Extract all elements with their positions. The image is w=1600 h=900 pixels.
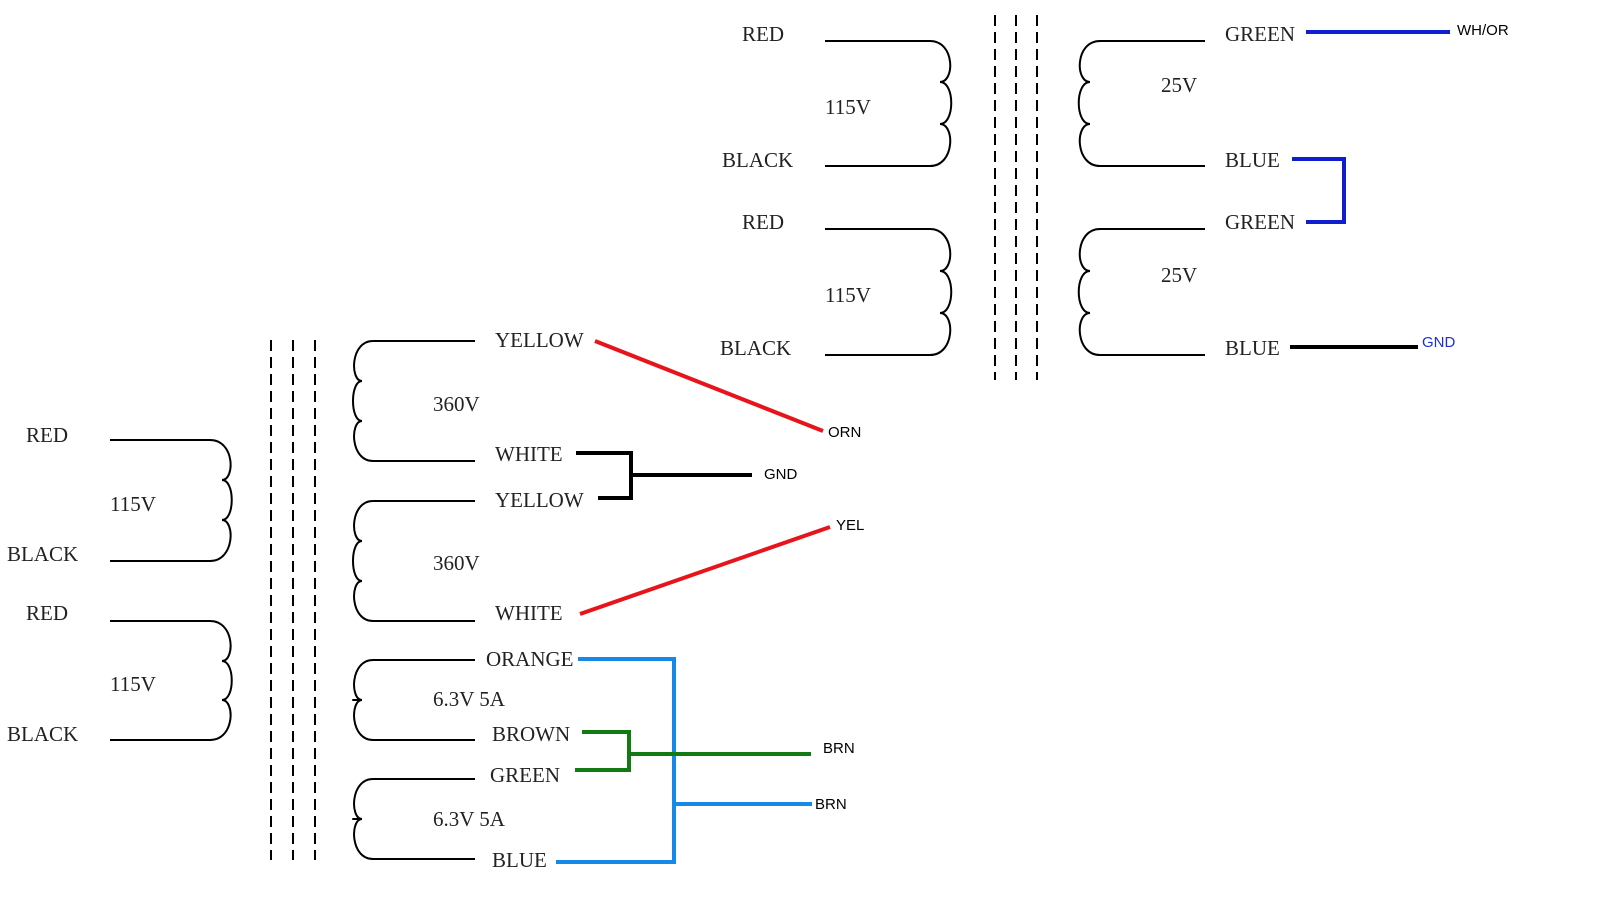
t1-voltage-label-4: 360V xyxy=(433,551,480,575)
t1-heater-coil-1 xyxy=(352,659,475,741)
t2-blue-label-2: BLUE xyxy=(1225,336,1280,360)
gnd-top-connection-label: GND xyxy=(1422,334,1456,351)
t2-voltage-label-1: 115V xyxy=(825,95,871,119)
t2-blue-label-1: BLUE xyxy=(1225,148,1280,172)
t2-secondary-coil-1 xyxy=(1077,40,1205,167)
t1-yellow-label-2: YELLOW xyxy=(495,488,584,512)
white-yel-wire xyxy=(579,525,831,616)
white-yellow-gnd-wire xyxy=(576,451,633,500)
brn-1-connection-label: BRN xyxy=(823,740,855,757)
t1-heater-coil-2 xyxy=(352,778,475,860)
t2-green-label-1: GREEN xyxy=(1225,22,1295,46)
brn-2-connection-label: BRN xyxy=(815,796,847,813)
t2-black-label-2: BLACK xyxy=(720,336,791,360)
t2-voltage-label-2: 115V xyxy=(825,283,871,307)
t1-hv-coil-1 xyxy=(352,340,475,462)
whor-connection-label: WH/OR xyxy=(1457,22,1509,39)
t2-primary-coil-2 xyxy=(825,228,953,356)
t2-voltage-label-4: 25V xyxy=(1161,263,1197,287)
transformer-2: RED 115V BLACK RED 115V BLACK GREEN 25V … xyxy=(720,15,1295,380)
t1-green-label: GREEN xyxy=(490,763,560,787)
t2-voltage-label-3: 25V xyxy=(1161,73,1197,97)
t2-black-label-1: BLACK xyxy=(722,148,793,172)
yellow-orn-wire xyxy=(594,339,824,433)
t2-red-label-2: RED xyxy=(742,210,784,234)
orange-blue-heater-wire xyxy=(556,657,676,864)
t1-hv-coil-2 xyxy=(352,500,475,622)
t1-black-label-1: BLACK xyxy=(7,542,78,566)
t1-voltage-label-1: 115V xyxy=(110,492,156,516)
t1-orange-label: ORANGE xyxy=(486,647,574,671)
t1-brown-label: BROWN xyxy=(492,722,570,746)
t2-wires: WH/OR GND xyxy=(1290,22,1509,351)
t1-voltage-label-6: 6.3V 5A xyxy=(433,807,506,831)
t2-blue-green-jumper-wire xyxy=(1292,157,1346,224)
t1-yellow-label-1: YELLOW xyxy=(495,328,584,352)
t1-wires: ORN GND YEL BRN BRN xyxy=(556,339,864,864)
t1-primary-coil-2 xyxy=(110,620,233,741)
t1-blue-label: BLUE xyxy=(492,848,547,872)
t1-red-label-1: RED xyxy=(26,423,68,447)
t2-green-label-2: GREEN xyxy=(1225,210,1295,234)
t2-red-label-1: RED xyxy=(742,22,784,46)
t2-primary-coil-1 xyxy=(825,40,953,167)
orn-connection-label: ORN xyxy=(828,424,861,441)
yel-connection-label: YEL xyxy=(836,517,864,534)
gnd-mid-connection-label: GND xyxy=(764,466,798,483)
t1-white-label-1: WHITE xyxy=(495,442,563,466)
t1-voltage-label-3: 360V xyxy=(433,392,480,416)
t2-secondary-coil-2 xyxy=(1077,228,1205,356)
brown-green-heater-wire xyxy=(575,730,631,772)
t1-voltage-label-2: 115V xyxy=(110,672,156,696)
t1-black-label-2: BLACK xyxy=(7,722,78,746)
t1-voltage-label-5: 6.3V 5A xyxy=(433,687,506,711)
t1-white-label-2: WHITE xyxy=(495,601,563,625)
transformer-1: RED 115V BLACK RED 115V BLACK YELLOW 360… xyxy=(7,328,584,872)
t1-primary-coil-1 xyxy=(110,439,233,562)
t1-red-label-2: RED xyxy=(26,601,68,625)
